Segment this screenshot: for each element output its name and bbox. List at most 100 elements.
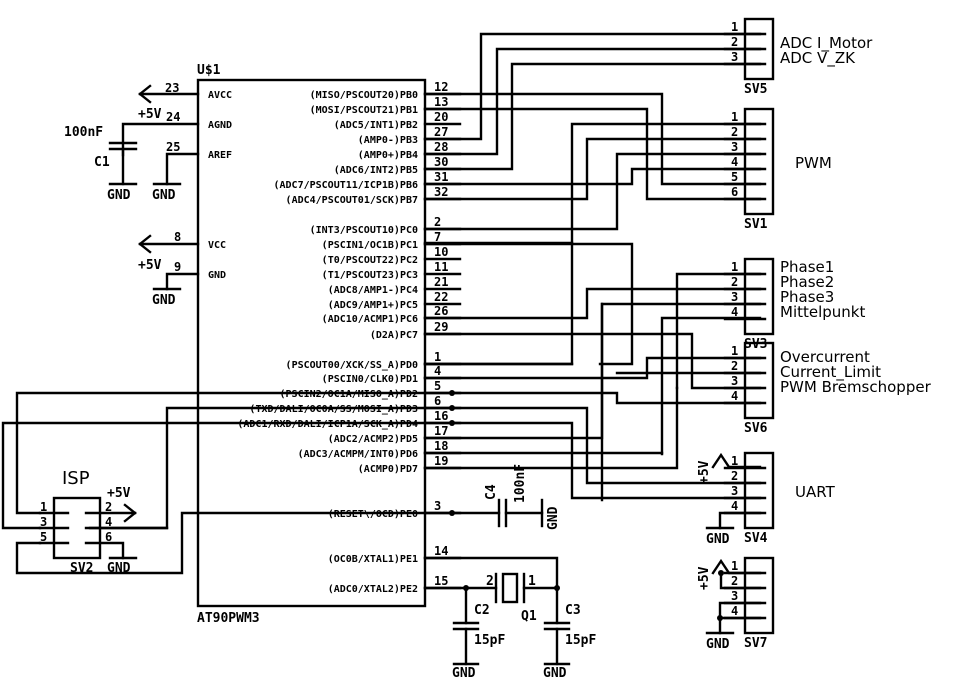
- sv4-pin-number: 3: [731, 484, 738, 498]
- sv6-pin-number: 3: [731, 374, 738, 388]
- net-pd5: [423, 302, 604, 440]
- sv5-pin-number: 1: [731, 20, 738, 34]
- wire-aref: [165, 152, 200, 186]
- ic-left-pin-name: GND: [208, 270, 226, 281]
- wire-gnd: [165, 272, 200, 291]
- ic-pin-name: (ADC10/ACMP1)PC6: [322, 314, 418, 325]
- isp-title: ISP: [62, 468, 90, 489]
- net-miso-isp: [15, 391, 427, 515]
- ic-left-pin-name: VCC: [208, 240, 226, 251]
- ic-pin-name: (ACMP0)PD7: [358, 464, 418, 475]
- ic-pin-number: 4: [434, 364, 441, 378]
- ic-pin-number: 20: [434, 110, 448, 124]
- sv3-ref: SV3: [744, 337, 767, 352]
- sv5-label-1: ADC I_Motor: [780, 34, 873, 53]
- supply-arrow-icon: [123, 503, 137, 523]
- sv3-label-4: Mittelpunkt: [780, 303, 865, 321]
- net-pb3-sv5-1: [423, 32, 762, 141]
- ic-pin-name: (PSCIN2/OC1A/MISO_A)PD2: [280, 389, 418, 400]
- sv6-label-1: Overcurrent: [780, 348, 870, 366]
- sv3-label-1: Phase1: [780, 258, 834, 276]
- ic-pin-name: (AMP0+)PB4: [358, 150, 418, 161]
- sv4-pin-number: 2: [731, 469, 738, 483]
- net-pb1-sv1-6: [423, 107, 762, 201]
- sv3-pin-number: 2: [731, 275, 738, 289]
- c3-ref: C3: [565, 603, 581, 618]
- sv6-pin-number: 2: [731, 359, 738, 373]
- supply-arrow-icon: [138, 234, 152, 254]
- ic-pin-name: (ADC5/INT1)PB2: [334, 120, 418, 131]
- gnd-label: GND: [543, 666, 567, 681]
- pin-num-agnd: 24: [166, 110, 180, 124]
- ic-pin-name: (PSCIN0/CLK0)PD1: [322, 374, 418, 385]
- ic-pin-name: (D2A)PC7: [370, 330, 418, 341]
- q1-pin2: 2: [486, 574, 494, 589]
- ic-pin-name: (ADC0/XTAL2)PE2: [328, 584, 418, 595]
- ic-pin-number: 16: [434, 409, 448, 423]
- sv1-label: PWM: [795, 154, 832, 172]
- left-power-section: 23 +5V 24 100nF C1 GND 25 GND 8 +5V 9 GN…: [64, 81, 200, 308]
- sv1-pin-number: 3: [731, 140, 738, 154]
- sv5-ref: SV5: [744, 82, 767, 97]
- ic-pin-name: (T0/PSCOUT22)PC2: [322, 255, 418, 266]
- sv6-pin-number: 1: [731, 344, 738, 358]
- isp-pin: 1: [40, 500, 47, 514]
- ic-left-pin-name: AGND: [208, 120, 232, 131]
- net-pb4-sv5-2: [423, 47, 762, 156]
- ic-pin-name: (ADC2/ACMP2)PD5: [328, 434, 418, 445]
- ic-pin-name: (INT3/PSCOUT10)PC0: [310, 225, 418, 236]
- q1-ref: Q1: [521, 609, 537, 624]
- sv2-ref: SV2: [70, 561, 93, 576]
- ic-pin-number: 12: [434, 80, 448, 94]
- net-pd4-uart-3: [423, 421, 762, 500]
- ic-pin-number: 31: [434, 170, 448, 184]
- net-pb0-sv1-5: [423, 92, 762, 186]
- sv3-pin-number: 1: [731, 260, 738, 274]
- ic-pin-number: 30: [434, 155, 448, 169]
- net-pc6-sv3-2: [423, 287, 762, 320]
- sv6-label-2: Current_Limit: [780, 363, 881, 382]
- ic-pin-number: 22: [434, 290, 448, 304]
- ic-pin-name: (ADC8/AMP1-)PC4: [328, 285, 418, 296]
- ic-pin-name: (PSCIN1/OC1B)PC1: [322, 240, 418, 251]
- ic-pin-number: 21: [434, 275, 448, 289]
- ic-pin-number: 1: [434, 350, 441, 364]
- q1-pin1: 1: [528, 574, 536, 589]
- ic-pin-name: (PSCOUT00/XCK/SS_A)PD0: [286, 360, 418, 371]
- isp-pin: 4: [105, 515, 112, 529]
- ic-pin-number: 7: [434, 230, 441, 244]
- sv7-ref: SV7: [744, 636, 767, 651]
- sv3-pin-number: 3: [731, 290, 738, 304]
- ic-pin-name: (ADC3/ACMPM/INT0)PD6: [298, 449, 418, 460]
- vcc-label: +5V: [697, 566, 712, 590]
- pin-num-vcc: 8: [174, 230, 181, 244]
- sv4-pin-number: 4: [731, 499, 738, 513]
- ic-pin-name: (ADC9/AMP1+)PC5: [328, 300, 418, 311]
- vcc-triangle-icon: [711, 558, 762, 575]
- ic-pin-number: 10: [434, 245, 448, 259]
- gnd-label: GND: [452, 666, 476, 681]
- crystal-section: 2 1 Q1 C2 15pF GND C3 15pF GND: [423, 556, 596, 681]
- c4-value: 100nF: [513, 464, 528, 503]
- ic-pin-name: (T1/PSCOUT23)PC3: [322, 270, 418, 281]
- sv1-pin-number: 1: [731, 110, 738, 124]
- gnd-label: GND: [546, 506, 561, 530]
- ic-pin-name: (TXD/DALI/OC0A/SS/MOSI_A)PD3: [249, 404, 418, 415]
- sv5-pin-number: 3: [731, 50, 738, 64]
- pin-num-aref: 25: [166, 140, 180, 154]
- net-pd3-uart-2: [423, 406, 762, 485]
- sv7-connector-body: [743, 556, 775, 635]
- sv6-connector-body: [743, 341, 775, 420]
- c1-ref: C1: [94, 155, 110, 170]
- wire-agnd: [121, 122, 200, 157]
- ic-pin-name: (MOSI/PSCOUT21)PB1: [310, 105, 418, 116]
- supply-arrow-icon: [138, 84, 152, 104]
- net-pb5-sv5-3: [423, 62, 762, 171]
- sv1-pin-number: 6: [731, 185, 738, 199]
- pin-num-avcc: 23: [165, 81, 179, 95]
- ic-pin-name: (AMP0-)PB3: [358, 135, 418, 146]
- vcc-label-1: +5V: [138, 107, 162, 122]
- c2-value: 15pF: [474, 633, 505, 648]
